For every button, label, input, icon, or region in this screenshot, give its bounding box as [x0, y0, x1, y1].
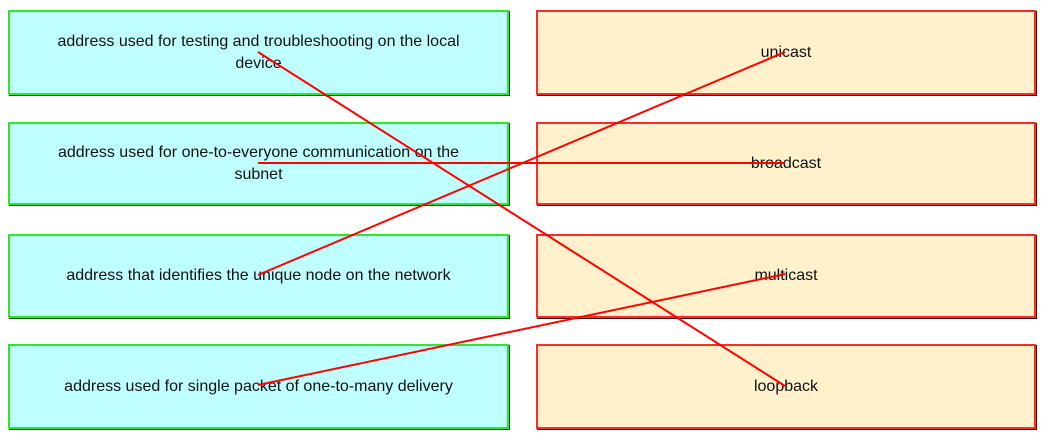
description-text: address used for one-to-everyone communi…	[57, 143, 460, 183]
term-box-multicast[interactable]: multicast	[536, 234, 1036, 318]
description-box-multicast[interactable]: address used for single packet of one-to…	[8, 344, 509, 429]
description-box-loopback[interactable]: address used for testing and troubleshoo…	[8, 10, 509, 95]
term-text: multicast	[754, 267, 818, 284]
connection-line-loopback	[257, 51, 786, 387]
description-text: address used for single packet of one-to…	[64, 377, 453, 395]
description-text: address that identifies the unique node …	[66, 267, 451, 284]
description-box-unicast[interactable]: address that identifies the unique node …	[8, 234, 509, 318]
term-box-broadcast[interactable]: broadcast	[536, 122, 1036, 205]
term-text: broadcast	[750, 154, 822, 172]
description-box-broadcast[interactable]: address used for one-to-everyone communi…	[8, 122, 509, 205]
term-box-loopback[interactable]: loopback	[536, 344, 1036, 429]
description-text: address used for testing and troubleshoo…	[57, 32, 460, 72]
term-text: unicast	[760, 43, 812, 61]
term-box-unicast[interactable]: unicast	[536, 10, 1036, 95]
term-text: loopback	[753, 377, 819, 395]
